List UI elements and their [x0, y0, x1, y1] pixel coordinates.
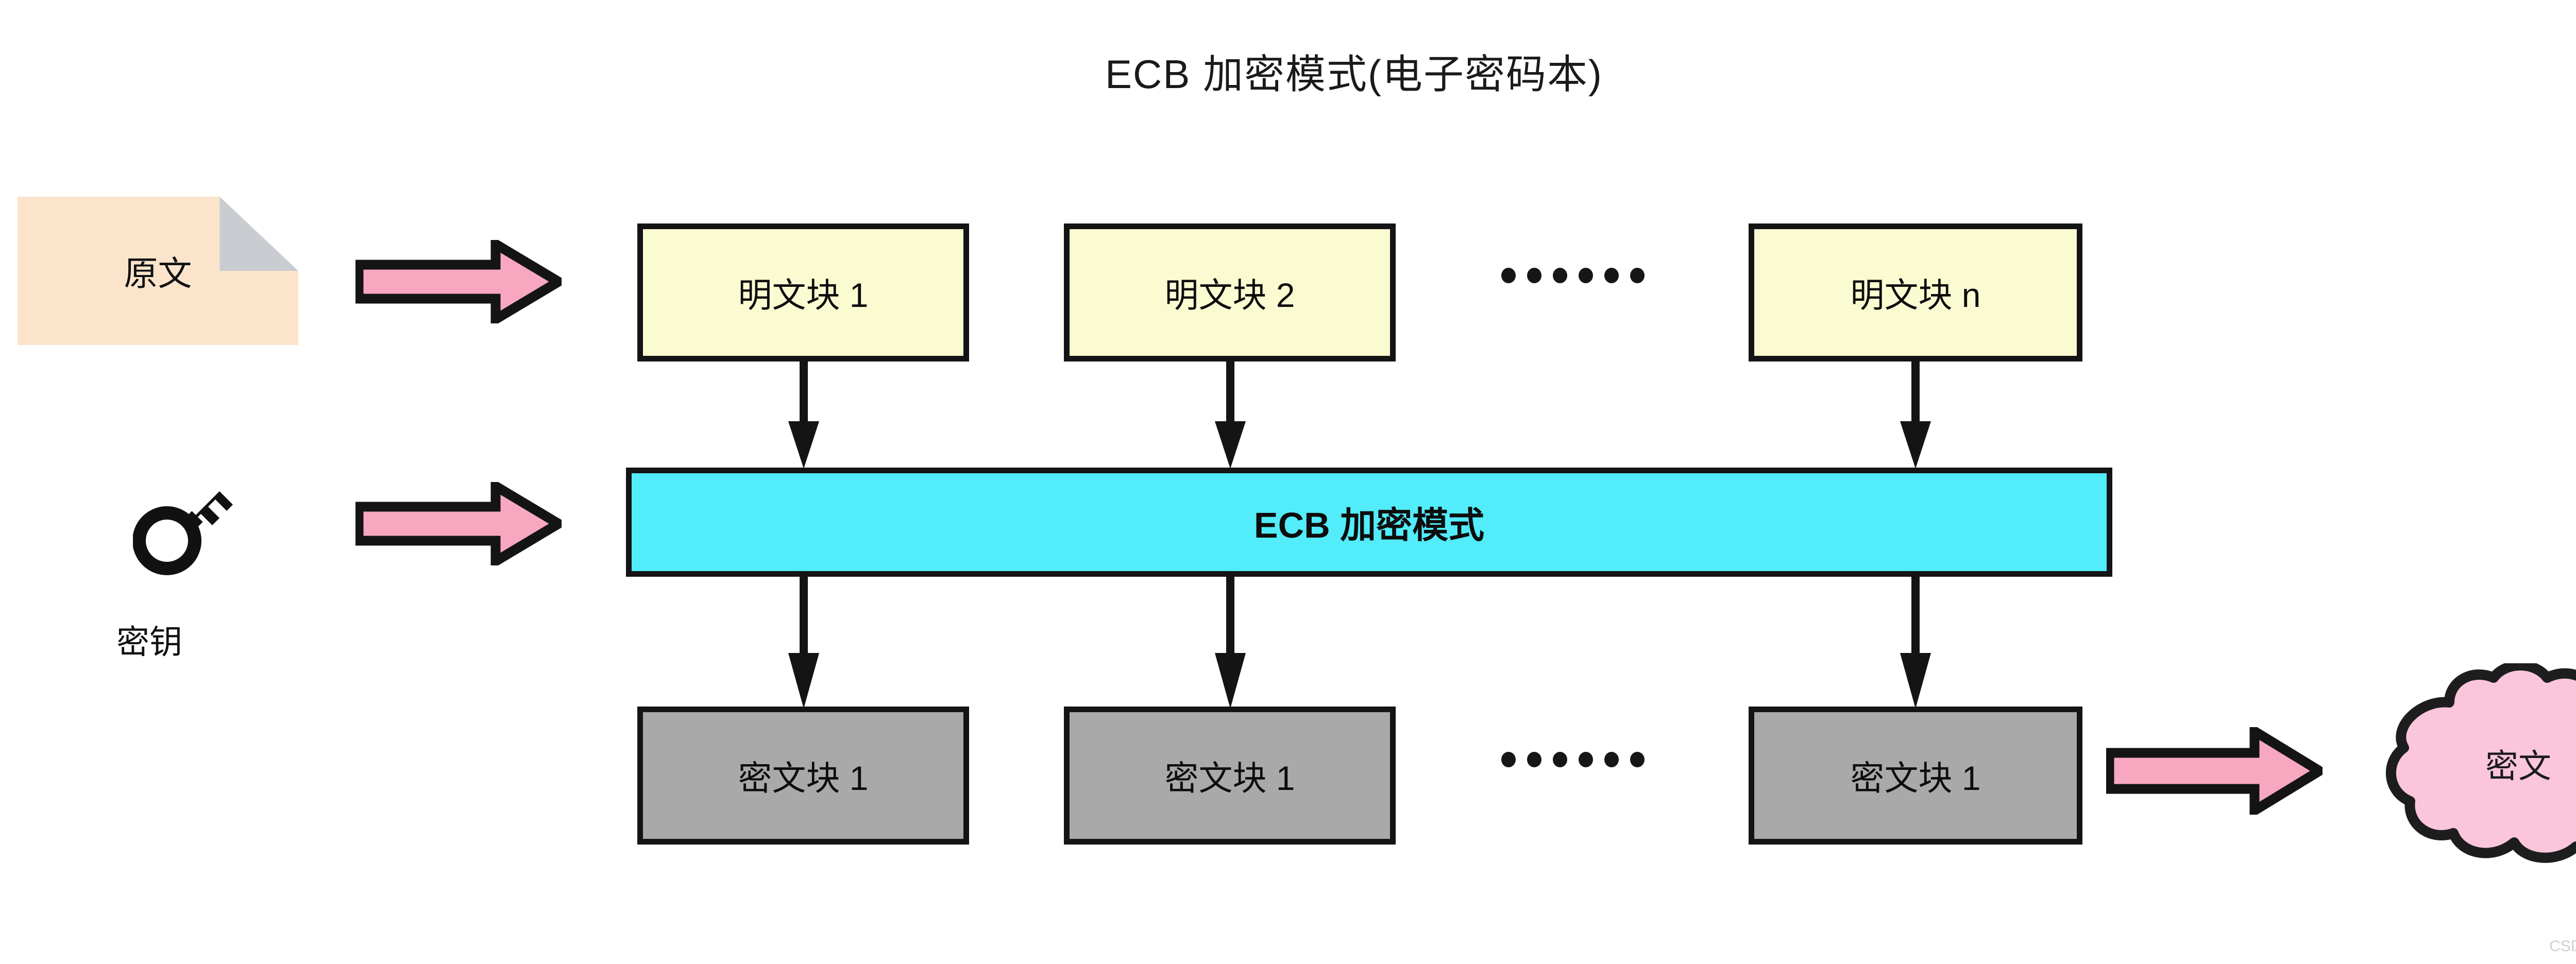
page-title: ECB 加密模式(电子密码本) [1105, 51, 1603, 97]
black-down-arrow-icon-4 [787, 576, 820, 710]
ciphertext-block-2: 密文块 1 [1064, 707, 1396, 845]
plaintext-block-1: 明文块 1 [637, 223, 969, 361]
ciphertext-block-label: 密文块 1 [1850, 759, 1981, 797]
ciphertext-block-label: 密文块 1 [1164, 759, 1295, 797]
plaintext-block-2: 明文块 2 [1064, 223, 1396, 361]
pink-right-arrow-icon-key [355, 482, 562, 565]
ciphertext-cloud: 密文 [2353, 663, 2576, 864]
key-icon [132, 473, 236, 576]
ciphertext-block-1: 密文块 1 [637, 707, 969, 845]
plaintext-block-label: 明文块 1 [738, 276, 869, 314]
black-down-arrow-icon-5 [1214, 576, 1247, 710]
ciphertext-block-label: 密文块 1 [738, 759, 869, 797]
watermark: CSDN @码到三十五 [2549, 938, 2576, 955]
plaintext-block-label: 明文块 n [1850, 276, 1981, 314]
plaintext-block-label: 明文块 2 [1164, 276, 1295, 314]
cloud-label: 密文 [2485, 748, 2551, 785]
ciphertext-block-n: 密文块 1 [1749, 707, 2082, 845]
plaintext-document-icon: 原文 [18, 197, 298, 345]
key-label: 密钥 [116, 624, 182, 661]
ciphertext-ellipsis [1501, 752, 1645, 767]
black-down-arrow-icon-3 [1899, 360, 1932, 470]
pink-right-arrow-icon-input [355, 240, 562, 323]
ecb-band-label: ECB 加密模式 [1253, 505, 1485, 545]
pink-right-arrow-icon-output [2106, 727, 2323, 815]
plaintext-ellipsis [1501, 268, 1645, 283]
black-down-arrow-icon-2 [1214, 360, 1247, 470]
document-label: 原文 [124, 254, 192, 292]
black-down-arrow-icon-6 [1899, 576, 1932, 710]
plaintext-block-n: 明文块 n [1749, 223, 2082, 361]
black-down-arrow-icon-1 [787, 360, 820, 470]
ecb-encryption-band: ECB 加密模式 [626, 468, 2112, 577]
